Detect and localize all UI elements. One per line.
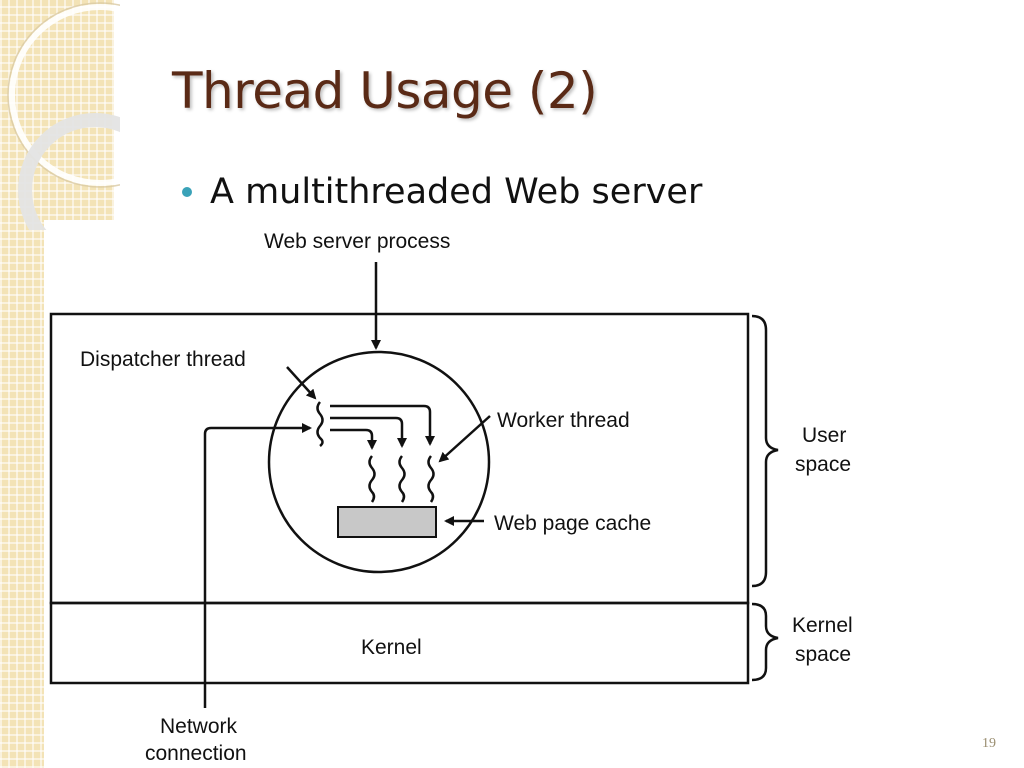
dispatcher-thread-squiggle: [316, 401, 324, 447]
label-web-page-cache: Web page cache: [494, 512, 651, 535]
label-worker-thread: Worker thread: [497, 409, 630, 432]
label-kernel: Kernel: [361, 636, 422, 659]
worker-thread-squiggle-2: [398, 455, 406, 503]
worker-thread-squiggle-1: [368, 455, 376, 503]
dispatch-arrow-2: [330, 416, 407, 448]
label-network-line1: Network: [160, 715, 238, 738]
web-server-process-circle: [267, 350, 491, 574]
label-dispatcher-thread: Dispatcher thread: [80, 348, 246, 371]
dispatch-arrow-1: [330, 404, 435, 446]
worker-thread-squiggle-3: [427, 455, 435, 503]
label-kernel-space-line2: space: [795, 643, 851, 666]
background-cover: [44, 220, 114, 768]
background-pattern-strip: [0, 220, 44, 768]
kernel-space-brace: [751, 602, 779, 682]
kernel-box: [49, 601, 750, 685]
label-web-server-process: Web server process: [264, 230, 450, 253]
label-network-line2: connection: [145, 742, 247, 765]
bullet-text: A multithreaded Web server: [210, 172, 703, 212]
dispatch-arrow-3: [330, 428, 377, 450]
label-user-space-line1: User: [802, 424, 846, 447]
web-page-cache-box: [337, 506, 437, 538]
bullet-item: A multithreaded Web server: [182, 172, 702, 212]
network-connection-line: [203, 423, 312, 708]
decorative-rings: [7, 2, 120, 230]
slide-number: 19: [982, 736, 996, 751]
label-user-space-line2: space: [795, 453, 851, 476]
worker-thread-arrow: [438, 415, 491, 463]
user-space-brace: [751, 314, 779, 588]
label-kernel-space-line1: Kernel: [792, 614, 853, 637]
bullet-dot-icon: [182, 187, 192, 197]
slide-title: Thread Usage (2): [172, 62, 598, 120]
dispatcher-arrow: [286, 366, 317, 400]
